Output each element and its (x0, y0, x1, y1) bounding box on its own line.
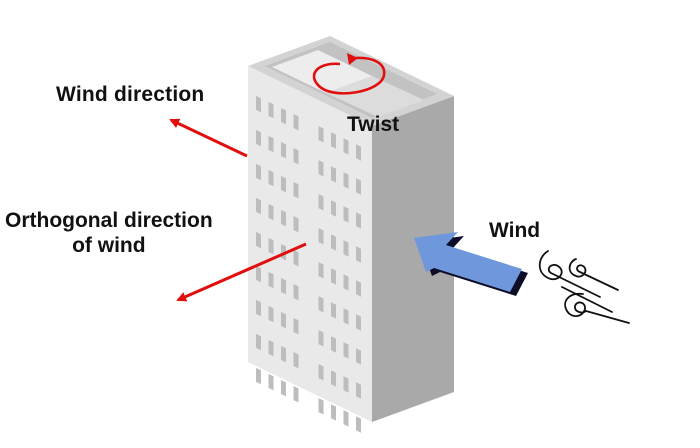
wind-direction-arrow (169, 118, 248, 158)
orthogonal-direction-label: Orthogonal direction of wind (5, 208, 213, 258)
building-window (356, 416, 361, 433)
building-window (268, 305, 274, 323)
building-window (281, 244, 286, 261)
building-window (343, 240, 349, 257)
building-window (331, 302, 336, 319)
building-window (356, 144, 361, 161)
building-window (318, 228, 324, 245)
building-window (281, 278, 286, 295)
building-window (281, 210, 286, 227)
building-window (281, 142, 286, 159)
building-window (343, 172, 349, 189)
building-windows (256, 95, 361, 433)
building-window (318, 194, 324, 211)
building-window (268, 203, 274, 221)
twist-rotation-icon (312, 53, 386, 95)
orthogonal-direction-arrow (176, 242, 307, 302)
building-window (318, 330, 324, 347)
building-window (331, 370, 336, 387)
building-window (356, 178, 361, 195)
building-window (331, 234, 336, 251)
building-side-face (372, 96, 454, 422)
building-window (356, 246, 361, 263)
wind-direction-label: Wind direction (56, 83, 205, 106)
building-window (356, 212, 361, 229)
building-window (318, 398, 324, 415)
wind-arrow-icon (414, 232, 528, 296)
building-window (268, 237, 274, 255)
roof-parapet-left (272, 50, 372, 93)
twist-label: Twist (347, 113, 400, 136)
orthogonal-direction-label-line2: of wind (72, 234, 146, 258)
orthogonal-direction-label-line1: Orthogonal direction (5, 209, 213, 232)
building-window (343, 138, 349, 155)
building-window (343, 206, 349, 223)
building-window (268, 135, 274, 153)
building-window (356, 280, 361, 297)
building-window (356, 382, 361, 399)
building-window (331, 404, 336, 421)
building-window (356, 348, 361, 365)
building-front-face (248, 66, 372, 422)
building-window (268, 169, 274, 187)
building-window (281, 312, 286, 329)
building-window (331, 166, 336, 183)
building-window (281, 346, 286, 363)
roof-parapet-right (326, 76, 424, 117)
building-window (281, 380, 286, 397)
building-window (256, 95, 261, 113)
building-window (293, 386, 299, 403)
building-window (256, 299, 261, 317)
building-window (293, 114, 299, 131)
building-window (343, 376, 349, 393)
building-window (318, 296, 324, 313)
building-window (256, 163, 261, 181)
building-window (293, 250, 299, 267)
building-window (293, 284, 299, 301)
building-window (256, 197, 261, 215)
building-window (331, 336, 336, 353)
building-window (293, 182, 299, 199)
building-window (268, 339, 274, 357)
building-window (256, 129, 261, 147)
building-window (256, 333, 261, 351)
building-window (318, 364, 324, 381)
building-window (281, 176, 286, 193)
building-window (318, 126, 324, 143)
building-window (331, 200, 336, 217)
building-window (343, 342, 349, 359)
wind-gust-icon (538, 250, 630, 324)
building-window (343, 274, 349, 291)
building-window (256, 265, 261, 283)
building-window (343, 308, 349, 325)
building-window (256, 367, 261, 385)
building-window (281, 108, 286, 125)
building-window (293, 148, 299, 165)
building-window (268, 271, 274, 289)
building-window (356, 314, 361, 331)
building-window (268, 101, 274, 119)
building-window (256, 231, 261, 249)
building-window (331, 132, 336, 149)
building-window (268, 373, 274, 391)
building-window (343, 410, 349, 427)
building-window (293, 216, 299, 233)
building-window (331, 268, 336, 285)
building-window (293, 318, 299, 335)
building-window (318, 160, 324, 177)
building-window (318, 262, 324, 279)
wind-label: Wind (489, 219, 541, 242)
building-window (293, 352, 299, 369)
